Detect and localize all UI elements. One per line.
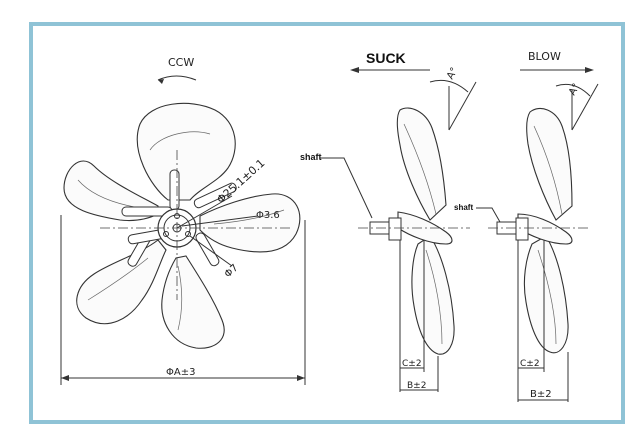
hub-hole-2 xyxy=(163,231,169,237)
front-view: CCW Φ25.1±0.1 Φ3.6 Φ7 ΦA±3 xyxy=(60,56,306,385)
blade-contour-right xyxy=(213,209,285,225)
blow-shaft-label: shaft xyxy=(454,203,473,212)
fan-blade-bottom xyxy=(161,255,225,349)
rotation-direction-label: CCW xyxy=(168,56,194,69)
ccw-arrow xyxy=(157,75,197,81)
suck-view: shaft SUCK A° C±2 B±2 xyxy=(300,50,477,392)
blow-blade-contour-2 xyxy=(537,249,557,345)
suck-angle-arc xyxy=(429,79,469,93)
suck-dim-b-label: B±2 xyxy=(407,381,426,391)
blow-blade-cross xyxy=(517,213,573,245)
fan-blade-left xyxy=(63,160,159,222)
bore-leader xyxy=(181,215,259,227)
suck-angle-label: A° xyxy=(445,66,460,82)
blow-shaft-leader xyxy=(476,207,501,223)
blow-angle-arc xyxy=(555,83,591,97)
hole-leader xyxy=(189,235,233,267)
blow-angle-label: A° xyxy=(567,82,582,98)
ccw-arrowhead xyxy=(158,79,164,84)
suck-hub xyxy=(388,217,402,241)
blow-blade-lower xyxy=(523,235,569,354)
bore-diameter-label: Φ3.6 xyxy=(256,210,280,221)
blow-blade-contour-1 xyxy=(533,125,563,215)
blow-direction-arrowhead xyxy=(585,67,594,73)
hole-diameter-label: Φ7 xyxy=(223,263,241,281)
frame-border xyxy=(29,22,625,424)
suck-title: SUCK xyxy=(366,50,406,66)
hub-diameter-leader xyxy=(176,195,233,229)
fan-blade-right xyxy=(199,193,301,253)
suck-blade-lower xyxy=(411,235,455,355)
blow-title: BLOW xyxy=(528,50,561,63)
fan-blade-top xyxy=(136,102,236,201)
suck-blade-contour-2 xyxy=(425,249,443,345)
suck-shaft-leader xyxy=(320,157,373,219)
blow-angle-incline xyxy=(571,83,599,131)
blade-contour-bottom xyxy=(177,265,183,331)
suck-shaft-label: shaft xyxy=(300,152,322,162)
blade-contour-top xyxy=(149,131,211,151)
suck-direction-arrowhead xyxy=(350,67,359,73)
overall-diameter-label: ΦA±3 xyxy=(166,367,195,378)
blade-contour-lower-left xyxy=(87,257,149,301)
blow-view: shaft BLOW A° C±2 B±2 xyxy=(454,50,599,402)
suck-angle-incline xyxy=(448,81,477,131)
suck-blade-contour-1 xyxy=(403,123,437,215)
fan-blade-lower-left xyxy=(76,239,167,325)
suck-dim-c-label: C±2 xyxy=(402,359,422,369)
blow-dim-b-label: B±2 xyxy=(530,389,552,400)
blow-hub xyxy=(515,217,529,241)
blow-dim-c-label: C±2 xyxy=(520,359,540,369)
hub-hole-3 xyxy=(185,231,191,237)
